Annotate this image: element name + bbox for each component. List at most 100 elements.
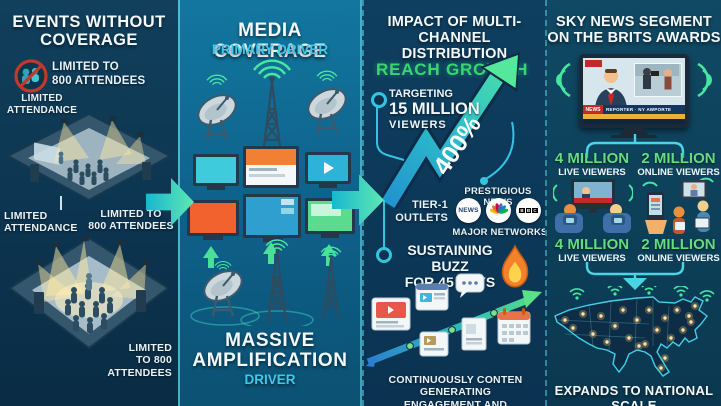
targeting-line3: VIEWERS [389,119,447,131]
news-banner-text: REPORTER · NY AWPORTE [603,105,685,114]
bbc-letter: B [525,207,532,214]
panel-multichannel-impact: IMPACT OF MULTI-CHANNEL DISTRIBUTION REA… [362,0,547,406]
nbc-peacock-svg [489,202,508,214]
usa-map [554,286,715,377]
sky-news-logo-icon [585,60,602,67]
down-arrow-icon [623,278,647,290]
limited-line: LIMITED [4,210,48,222]
online-devices-illustration [642,177,714,234]
bbc-logo: B B C [516,198,541,223]
network-logos: NEWS B B C [456,198,541,223]
panel4-title-line2: ON THE BRITS AWARDS [547,30,721,47]
panel3-footer-line2: ENGAGEMENT AND CONVERSATION [403,398,508,406]
live-viewers-block-1: 4 MILLION LIVE VIEWERS [548,150,636,178]
panel4-title: SKY NEWS SEGMENT ON THE BRITS AWARDS [547,14,721,46]
tier1-line2: OUTLETS [395,211,448,224]
panel1-cap-mid: LIMITED TO 800 ATTENDEES [88,208,174,233]
panel2-big-sub: DRIVER [244,372,296,387]
panel1-cap-top: LIMITED TO 800 ATTENDEES [52,61,170,88]
wifi-icon [569,288,585,301]
monitor-icon [193,154,239,190]
cap-mid-line1: LIMITED TO [100,208,162,220]
news-banner-badge: NEWS [583,105,603,114]
online-viewers-block-1: 2 MILLION ONLINE VIEWERS [636,150,721,178]
bbc-letter: B [519,207,525,214]
connector-line [60,196,62,210]
buzz-bullet-icon [376,247,392,263]
panel2-subtitle: PRIMARY DRIVER [211,42,329,57]
panel3-title-line2: DISTRIBUTION [401,46,508,63]
panel1-title: EVENTS WITHOUT COVERAGE [0,13,178,50]
chat-bubble-icon [455,273,485,298]
browser-monitor-icon [243,146,299,188]
converge-bracket-connector [585,262,685,290]
growth-arrow: 400% [380,50,542,212]
wifi-icon [316,70,338,82]
satellite-dish-icon [302,81,352,136]
news-anchor-illustration [595,69,627,108]
live-value: 4 MILLION [554,236,630,253]
wifi-icon [206,74,228,86]
cap-top-line2: 800 ATTENDEES [52,74,146,87]
calendar-icon [497,308,531,345]
no-attendance-icon-svg [14,59,48,93]
attendance-line: ATTENDANCE [6,104,78,116]
panel-media-coverage: MEDIA COVERAGE PRIMARY DRIVER [178,0,362,406]
wifi-icon [607,286,623,297]
wifi-icon [673,286,689,298]
reporter-inset [634,63,682,97]
panel1-cap-bottom: LIMITED TO 800 ATTENDEES [94,342,172,379]
panel3-footer: CONTINUOUSLY CONTEN GENERATING ENGAGEMEN… [364,374,547,406]
live-viewers-block-2: 4 MILLION LIVE VIEWERS [548,236,636,264]
reporter-inset-svg [635,64,679,90]
panel4-footer: EXPANDS TO NATIONAL SCALE [554,383,714,406]
live-label: LIVE VIEWERS [558,167,626,178]
tv-screen: NEWS REPORTER · NY AWPORTE [583,58,685,124]
room1-svg [5,112,173,202]
tv-stand [619,128,649,135]
document-icon [461,317,487,351]
targeting-bullet-icon [371,92,387,108]
spotlight-room-illustration-2 [4,234,174,360]
panel3-title: IMPACT OF MULTI-CHANNEL DISTRIBUTION [364,14,545,63]
couch-viewers-illustration [553,179,633,233]
news-lower-strip [583,119,685,124]
tier1-outlets-label: TIER-1 OUTLETS [392,199,448,225]
spotlight-room-illustration-1 [4,112,174,204]
attendance-line: ATTENDANCE [4,222,78,235]
monitor-icon [187,200,239,240]
room2-svg [8,236,170,350]
live-label: LIVE VIEWERS [558,253,626,264]
growth-arrow-svg: 400% [380,52,520,210]
panel2-big2: AMPLIFICATION [192,350,348,371]
panel1-title-line2: COVERAGE [40,31,138,50]
satellite-dish-icon [192,87,242,142]
video-card-icon [419,331,449,357]
online-label: ONLINE VIEWERS [637,253,720,264]
bracket-connector [585,134,685,158]
wifi-icon [641,286,657,296]
news-logo: NEWS [456,198,481,223]
cap-bottom-line3: ATTENDEES [107,366,172,379]
video-monitor-icon [305,152,351,188]
radio-tower-icon [261,74,283,156]
wifi-icon [214,260,232,270]
panel1-limited-attendance-top: LIMITED ATTENDANCE [2,93,82,117]
targeting-block: TARGETING 15 MILLION VIEWERS [389,88,499,131]
timeline-svg [366,273,542,367]
panel2-big1: MASSIVE [225,330,315,351]
no-attendance-icon [13,58,49,94]
map-glow-dots [561,302,699,372]
bbc-letter: C [532,207,538,214]
up-arrow-icon [203,246,219,268]
panel4-title-line1: SKY NEWS SEGMENT [555,14,712,30]
news-ticker-strip [583,114,685,119]
panel3-title-line1: IMPACT OF MULTI-CHANNEL [387,14,522,47]
radio-tower-icon [322,251,340,321]
panel-events-without-coverage: EVENTS WITHOUT COVERAGE LIMITED TO 800 A… [0,0,178,406]
cap-mid-line2: 800 ATTENDEES [88,220,174,233]
nbc-peacock-icon [486,198,511,223]
wifi-icon [556,62,571,98]
news-logo-text: NEWS [458,207,479,214]
